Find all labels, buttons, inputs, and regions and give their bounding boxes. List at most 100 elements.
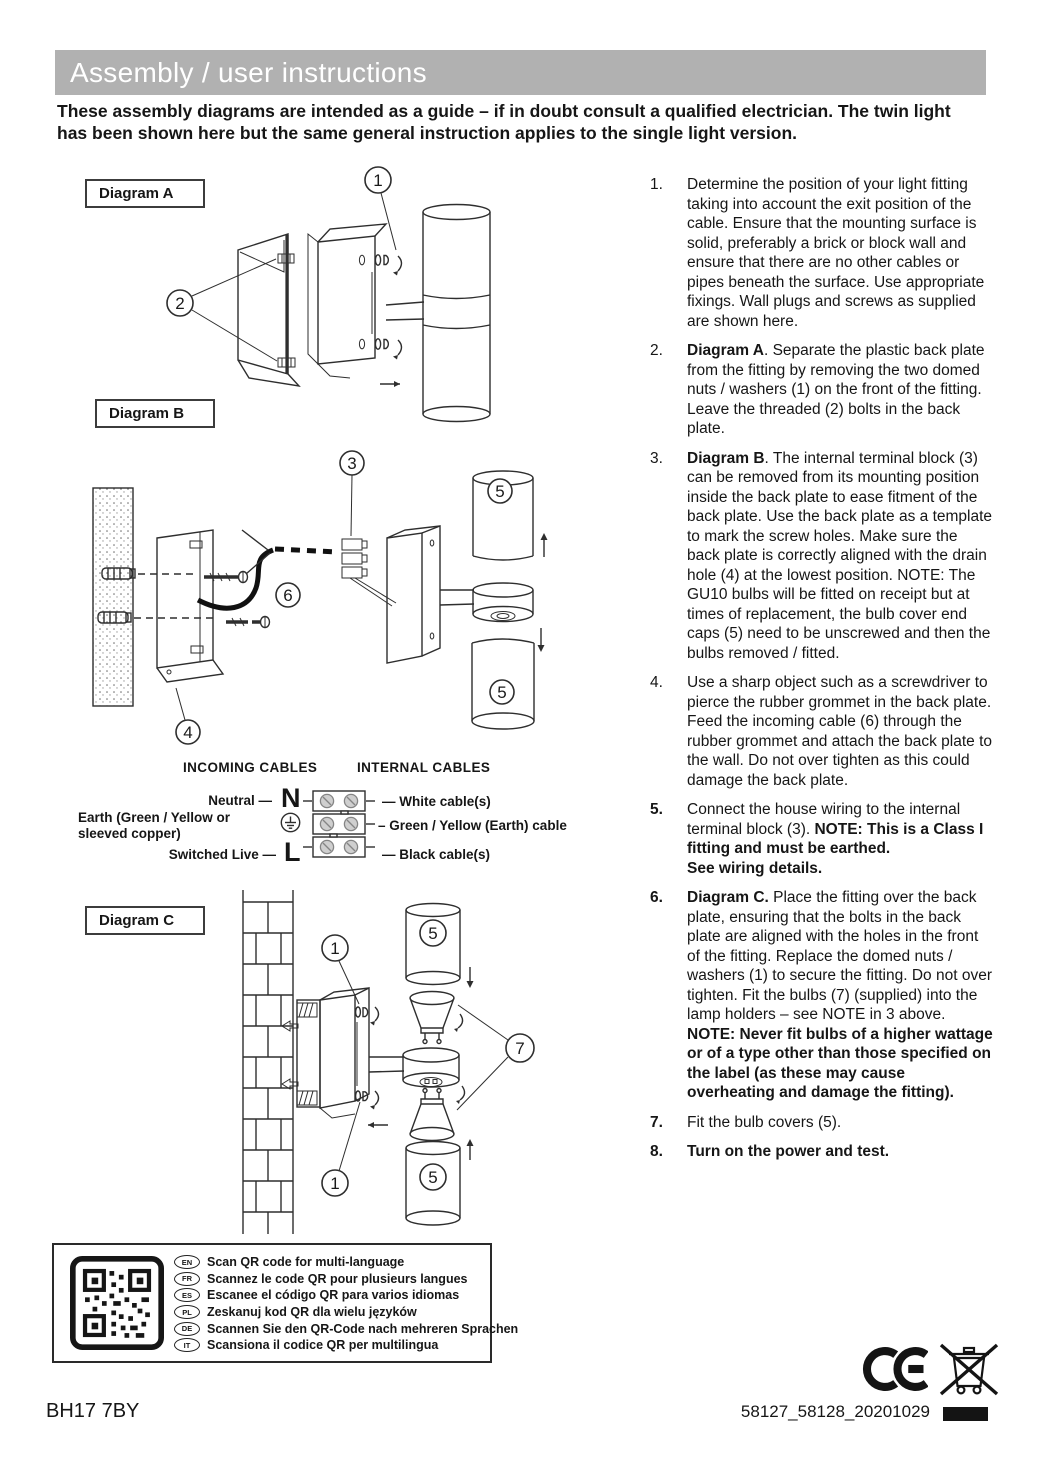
instruction-item-4: 4. Use a sharp object such as a screwdri… (650, 673, 994, 790)
page-title-banner: Assembly / user instructions (55, 50, 986, 95)
diagram-a-figure: 2 1 (166, 166, 491, 423)
fitting-box-art (386, 524, 475, 664)
callout-5-top: 5 (487, 478, 513, 504)
lang-badge-es: ES (174, 1288, 200, 1303)
svg-text:5: 5 (497, 683, 506, 702)
wiring-left-earth: Earth (Green / Yellow or sleeved copper) (78, 810, 231, 841)
item-text: Determine the position of your light fit… (687, 176, 985, 330)
svg-text:1: 1 (330, 939, 339, 958)
instructions-list: 1. Determine the position of your light … (650, 175, 994, 1172)
wiring-right-black: — Black cable(s) (382, 847, 491, 862)
mounted-back-plate-art (281, 999, 321, 1108)
lamp-holder-art (368, 1047, 460, 1088)
qr-line-fr: FR Scannez le code QR pour plusieurs lan… (174, 1271, 518, 1288)
item-number: 8. (650, 1143, 663, 1160)
item-text: Diagram B. The internal terminal block (… (687, 449, 993, 662)
qr-line-it: IT Scansiona il codice QR per multilingu… (174, 1337, 518, 1354)
callout-3: 3 (339, 450, 365, 537)
instruction-item-3: 3. Diagram B. The internal terminal bloc… (650, 449, 994, 664)
svg-text:4: 4 (183, 723, 192, 742)
model-date-code: 58127_58128_20201029 (740, 1402, 930, 1421)
item-text: Diagram A. Separate the plastic back pla… (687, 342, 985, 437)
lamp-holder-art (472, 582, 534, 623)
diagram-c-figure: 1 1 (242, 890, 535, 1234)
light-body-art (385, 203, 491, 423)
wiring-left-switched-live: Switched Live — (168, 847, 276, 862)
svg-text:5: 5 (428, 1168, 437, 1187)
screws-art (204, 570, 271, 629)
terminal-l-symbol: L (284, 837, 301, 867)
qr-line-de: DE Scannen Sie den QR-Code nach mehreren… (174, 1320, 518, 1337)
qr-language-lines: EN Scan QR code for multi-language FR Sc… (174, 1254, 518, 1354)
lang-badge-pl: PL (174, 1305, 200, 1320)
brick-wall-art (242, 890, 294, 1234)
svg-text:6: 6 (283, 586, 292, 605)
svg-text:1: 1 (330, 1174, 339, 1193)
callout-1-bottom: 1 (321, 1101, 361, 1197)
callout-1: 1 (364, 166, 397, 251)
item-text: Use a sharp object such as a screwdriver… (687, 674, 993, 789)
bulb-cover-top-art (405, 902, 461, 986)
incoming-cable-art (196, 529, 339, 611)
ce-mark-icon (863, 1347, 928, 1391)
bulb-cover-bottom-art (471, 638, 535, 730)
gu10-bulb-top-art (409, 990, 464, 1045)
lang-badge-de: DE (174, 1321, 200, 1336)
bulb-cover-bottom-art (405, 1140, 461, 1226)
item-number: 3. (650, 449, 663, 467)
black-date-bar-icon (943, 1407, 988, 1421)
qr-code-icon (70, 1256, 164, 1350)
weee-crossed-bin-icon (939, 1343, 999, 1396)
item-number: 2. (650, 342, 663, 359)
svg-text:3: 3 (347, 454, 356, 473)
callout-7: 7 (456, 1004, 535, 1111)
back-plate-art (156, 529, 225, 683)
internal-cables-header: INTERNAL CABLES (357, 760, 491, 775)
instruction-item-2: 2. Diagram A. Separate the plastic back … (650, 341, 994, 439)
incoming-cables-header: INCOMING CABLES (183, 760, 318, 775)
wiring-left-neutral: Neutral — (208, 793, 272, 808)
callout-4: 4 (175, 687, 201, 745)
instruction-item-5: 5. Connect the house wiring to the inter… (650, 800, 994, 878)
svg-text:7: 7 (515, 1039, 524, 1058)
item-number: 5. (650, 801, 663, 818)
qr-line-pl: PL Zeskanuj kod QR dla wielu języków (174, 1304, 518, 1321)
qr-line-en: EN Scan QR code for multi-language (174, 1254, 518, 1271)
lang-badge-en: EN (174, 1255, 200, 1270)
diagram-c-label: Diagram C (85, 906, 205, 935)
gu10-bulb-bottom-art (409, 1085, 466, 1142)
earth-symbol-icon (280, 812, 301, 833)
lang-badge-fr: FR (174, 1271, 200, 1286)
svg-text:2: 2 (175, 294, 184, 313)
svg-text:1: 1 (373, 171, 382, 190)
fitting-front-art (307, 223, 403, 387)
intro-text: These assembly diagrams are intended as … (57, 101, 951, 143)
terminal-block-graphic (303, 790, 375, 858)
svg-text:5: 5 (428, 924, 437, 943)
item-number: 4. (650, 674, 663, 691)
wiring-right-earth: – Green / Yellow (Earth) cable (378, 818, 567, 833)
item-number: 7. (650, 1113, 663, 1131)
svg-text:5: 5 (495, 482, 504, 501)
callout-6: 6 (275, 582, 301, 608)
instruction-item-8: 8. Turn on the power and test. (650, 1142, 994, 1162)
instruction-item-1: 1. Determine the position of your light … (650, 175, 994, 331)
item-text: Fit the bulb covers (5). (687, 1113, 842, 1131)
item-text: Connect the house wiring to the internal… (687, 801, 984, 877)
wall-plugs-art (97, 567, 218, 624)
callout-2: 2 (166, 258, 278, 362)
callout-5-top: 5 (419, 919, 447, 947)
terminal-n-symbol: N (281, 783, 301, 813)
back-plate-art (237, 233, 301, 388)
callout-5-bottom: 5 (419, 1163, 447, 1191)
instruction-item-7: 7. Fit the bulb covers (5). (650, 1113, 994, 1133)
fitting-art (319, 986, 388, 1128)
item-text: Turn on the power and test. (687, 1143, 890, 1160)
diagram-b-figure: 6 3 4 (92, 450, 548, 745)
wiring-right-white: — White cable(s) (382, 794, 491, 809)
item-text: Diagram C. Place the fitting over the ba… (687, 889, 993, 1101)
wall-section-art (92, 487, 134, 707)
item-number: 6. (650, 889, 663, 906)
diagram-a-label: Diagram A (85, 179, 205, 208)
